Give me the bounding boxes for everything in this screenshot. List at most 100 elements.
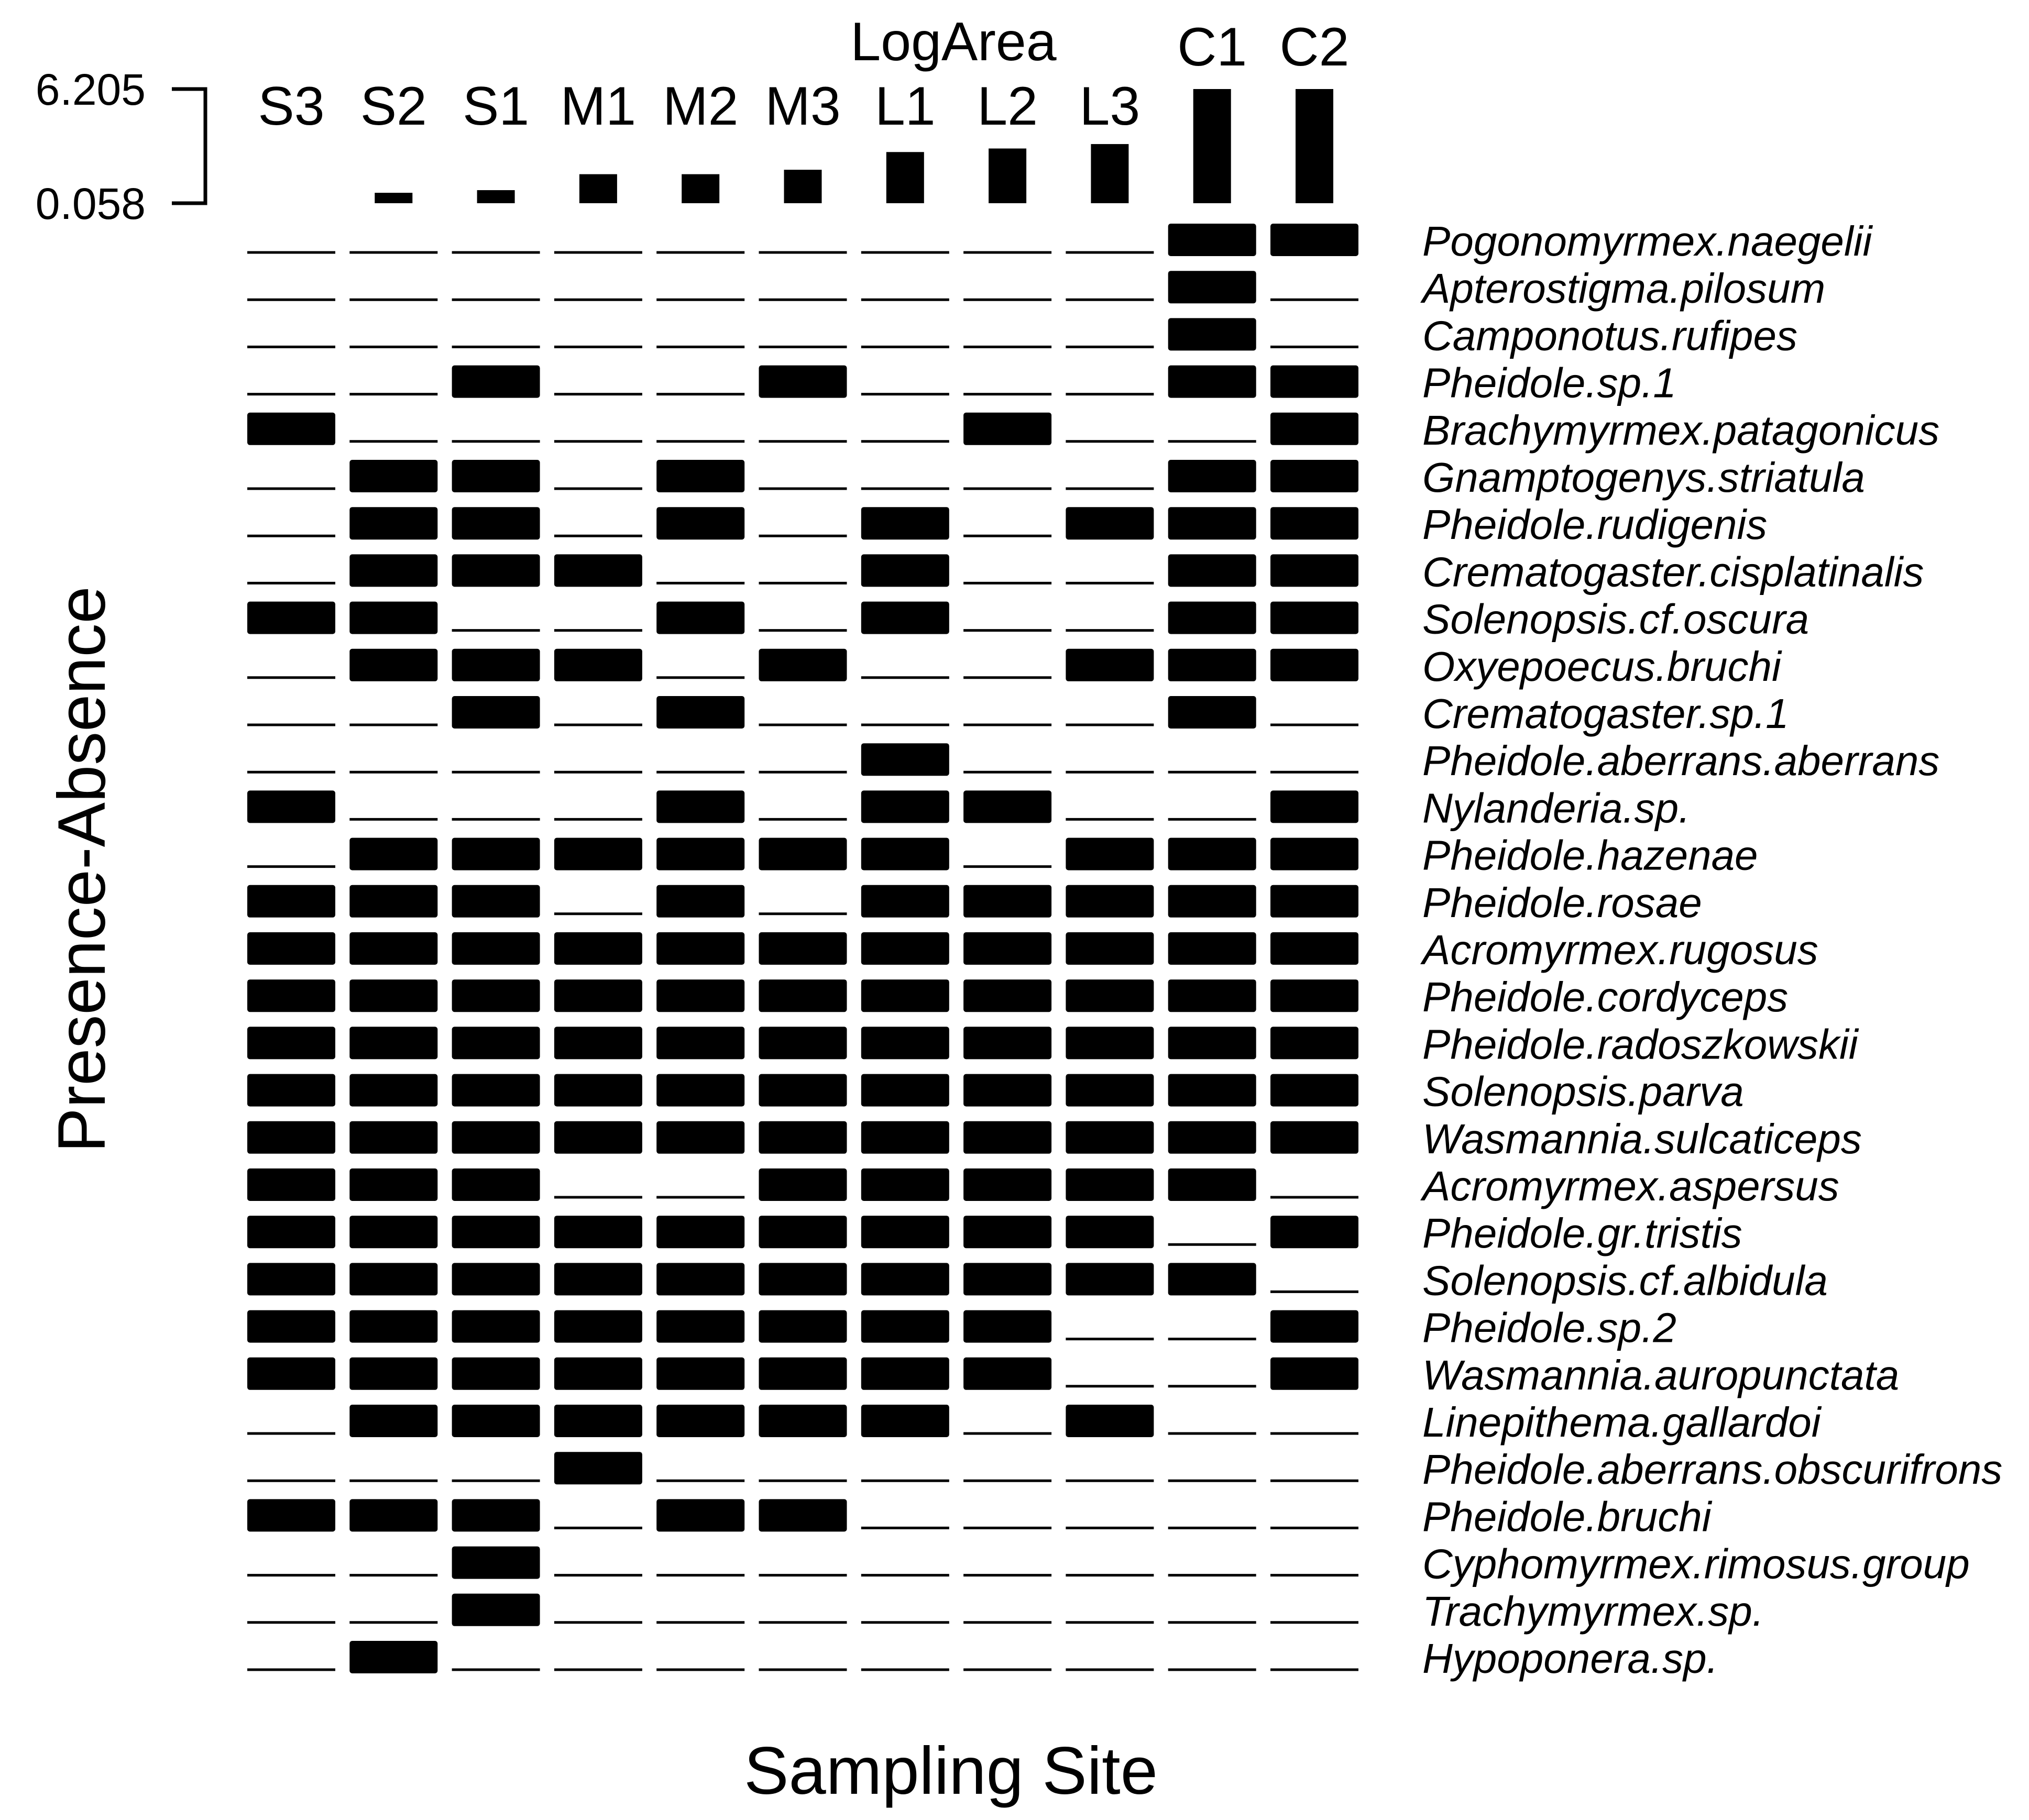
presence-cell [1066, 1168, 1154, 1201]
y-axis-label: Presence-Absence [45, 586, 119, 1153]
presence-cell [1270, 790, 1358, 823]
site-label: M3 [765, 76, 840, 137]
presence-cell [452, 1216, 540, 1249]
log-area-bar [579, 174, 617, 203]
presence-cell [1066, 885, 1154, 918]
presence-cell [554, 1263, 642, 1296]
species-label: Crematogaster.sp.1 [1422, 690, 1789, 737]
presence-cell [1066, 1405, 1154, 1437]
presence-cell [247, 885, 335, 918]
presence-cell [247, 979, 335, 1012]
presence-cell [759, 1357, 847, 1390]
presence-cell [1168, 932, 1256, 965]
presence-cell [759, 932, 847, 965]
presence-cell [656, 507, 745, 540]
log-area-bar [1193, 89, 1231, 203]
presence-cell [554, 648, 642, 681]
presence-cell [759, 648, 847, 681]
presence-cell [963, 1263, 1052, 1296]
presence-cell [1066, 507, 1154, 540]
presence-cell [1168, 1168, 1256, 1201]
presence-cell [656, 1310, 745, 1343]
presence-cell [963, 932, 1052, 965]
presence-cell [1270, 837, 1358, 870]
presence-cell [1168, 696, 1256, 729]
presence-cell [1066, 1121, 1154, 1154]
x-axis-label: Sampling Site [744, 1734, 1158, 1808]
presence-cell [554, 1027, 642, 1060]
presence-cell [349, 1499, 438, 1532]
presence-cell [656, 1216, 745, 1249]
species-label: Gnamptogenys.striatula [1422, 454, 1865, 501]
presence-cell [349, 837, 438, 870]
presence-cell [554, 1216, 642, 1249]
presence-cell [452, 1027, 540, 1060]
log-area-label: LogArea [850, 12, 1056, 72]
species-label: Hypoponera.sp. [1422, 1635, 1718, 1682]
presence-cell [861, 1027, 949, 1060]
presence-cell [963, 790, 1052, 823]
log-area-bar [1091, 144, 1129, 203]
presence-cell [759, 1121, 847, 1154]
presence-cell [452, 1310, 540, 1343]
species-label: Apterostigma.pilosum [1420, 265, 1825, 312]
presence-cell [554, 1074, 642, 1107]
presence-cell [554, 1357, 642, 1390]
presence-cell [349, 601, 438, 634]
presence-cell [452, 885, 540, 918]
presence-cell [1270, 365, 1358, 398]
presence-cell [452, 696, 540, 729]
site-label: C2 [1280, 17, 1350, 78]
presence-cell [452, 1074, 540, 1107]
presence-cell [759, 1405, 847, 1437]
species-label: Brachymyrmex.patagonicus [1422, 407, 1939, 454]
species-label: Trachymyrmex.sp. [1422, 1588, 1764, 1635]
log-area-bar [477, 190, 515, 203]
presence-cell [1168, 554, 1256, 587]
presence-cell [861, 1121, 949, 1154]
presence-cell [1066, 837, 1154, 870]
presence-cell [963, 412, 1052, 445]
presence-cell [349, 1027, 438, 1060]
species-label: Pheidole.cordyceps [1422, 974, 1788, 1020]
presence-cell [861, 601, 949, 634]
presence-cell [349, 1310, 438, 1343]
presence-cell [1066, 1074, 1154, 1107]
presence-cell [1270, 224, 1358, 256]
presence-cell [759, 1499, 847, 1532]
presence-cell [1168, 507, 1256, 540]
species-label: Oxyepoecus.bruchi [1422, 643, 1782, 690]
site-label: L3 [1080, 76, 1140, 137]
presence-cell [452, 1357, 540, 1390]
presence-cell [963, 1168, 1052, 1201]
log-area-bar [1296, 89, 1333, 203]
presence-cell [861, 1310, 949, 1343]
presence-cell [1270, 1357, 1358, 1390]
presence-cell [452, 837, 540, 870]
presence-cell [452, 507, 540, 540]
presence-matrix [247, 224, 1358, 1673]
presence-cell [861, 1405, 949, 1437]
site-label: M1 [561, 76, 636, 137]
presence-cell [1270, 507, 1358, 540]
presence-cell [349, 648, 438, 681]
presence-cell [963, 1121, 1052, 1154]
presence-cell [554, 554, 642, 587]
presence-cell [452, 554, 540, 587]
presence-cell [247, 1499, 335, 1532]
species-label: Pheidole.hazenae [1422, 832, 1758, 879]
presence-cell [349, 979, 438, 1012]
presence-cell [349, 1405, 438, 1437]
log-area-scale-bracket [172, 87, 207, 205]
presence-cell [759, 1310, 847, 1343]
presence-cell [247, 1310, 335, 1343]
presence-cell [861, 507, 949, 540]
presence-cell [1168, 271, 1256, 304]
presence-cell [1168, 1074, 1256, 1107]
species-label: Crematogaster.cisplatinalis [1422, 548, 1924, 595]
species-label: Pheidole.gr.tristis [1422, 1210, 1742, 1256]
presence-cell [1168, 979, 1256, 1012]
presence-cell [759, 1027, 847, 1060]
